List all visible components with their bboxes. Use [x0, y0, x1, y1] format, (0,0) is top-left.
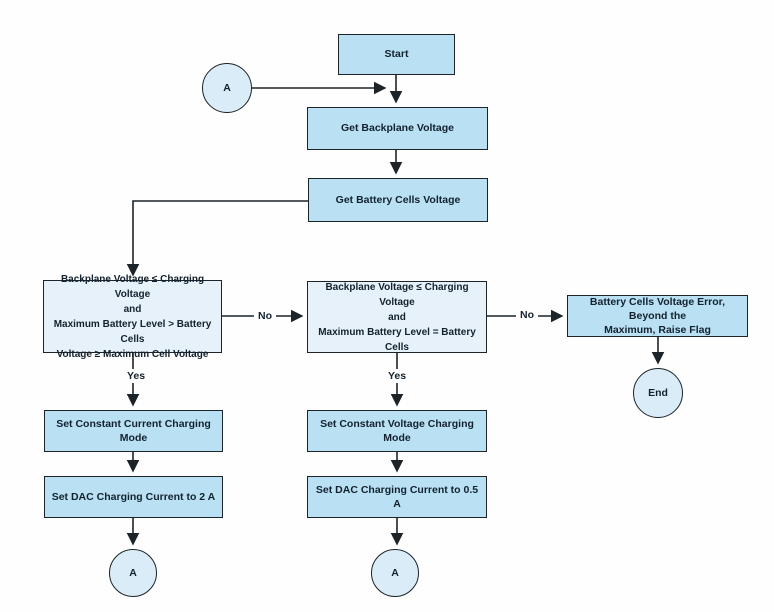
set-dac-current-05a-node: Set DAC Charging Current to 0.5 A	[307, 476, 487, 518]
set-constant-voltage-mode-node: Set Constant Voltage Charging Mode	[307, 410, 487, 452]
get-battery-cells-voltage-node: Get Battery Cells Voltage	[308, 178, 488, 222]
edge-label-no-right: No	[516, 308, 538, 322]
connector-a-top-node: A	[202, 63, 252, 113]
decision-constant-current-node: Backplane Voltage ≤ Charging Voltage and…	[43, 274, 222, 360]
error-flag-node: Battery Cells Voltage Error, Beyond the …	[567, 295, 748, 337]
set-constant-current-mode-node: Set Constant Current Charging Mode	[44, 410, 223, 452]
edge-label-no-left: No	[254, 309, 276, 323]
connector-a-bottom-mid-node: A	[371, 549, 419, 597]
start-node: Start	[338, 34, 455, 75]
edge-label-yes-mid: Yes	[383, 369, 411, 383]
decision-constant-voltage-node: Backplane Voltage ≤ Charging Voltage and…	[307, 281, 487, 353]
connector-a-bottom-left-node: A	[109, 549, 157, 597]
get-backplane-voltage-node: Get Backplane Voltage	[307, 107, 488, 150]
edge-label-yes-left: Yes	[122, 369, 150, 383]
set-dac-current-2a-node: Set DAC Charging Current to 2 A	[44, 476, 223, 518]
edge-battery-to-decision1	[126, 200, 308, 277]
end-node: End	[633, 368, 683, 418]
